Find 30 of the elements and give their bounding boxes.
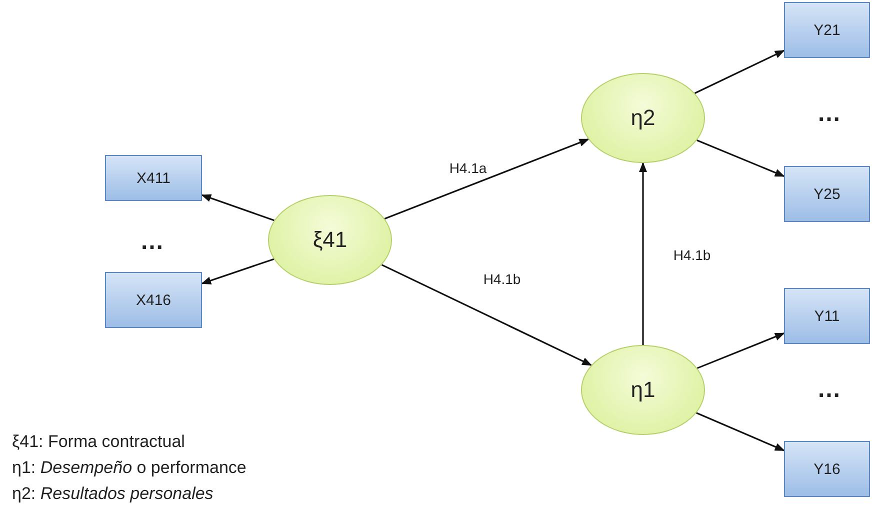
arrow [696, 140, 785, 177]
arrow [639, 162, 647, 345]
node-label: η2 [630, 105, 656, 131]
arrow [381, 264, 592, 366]
definition-note: η2: Resultados personales [12, 484, 214, 504]
node-label: X416 [136, 292, 172, 308]
node-label: Y21 [814, 22, 840, 38]
node-label: Y25 [814, 186, 840, 202]
arrow [696, 412, 785, 452]
indicator-box [784, 2, 870, 58]
node-label: X411 [136, 170, 170, 186]
indicator-box [105, 155, 202, 201]
ellipsis: … [817, 376, 841, 404]
indicator-box [784, 288, 870, 344]
arrow [201, 258, 274, 284]
node-label: Y11 [814, 308, 840, 324]
ellipsis: … [140, 228, 164, 256]
arrow [696, 332, 785, 369]
arrow [694, 50, 785, 94]
indicator-box [105, 272, 202, 328]
ellipsis: … [817, 100, 841, 128]
definition-note: ξ41: Forma contractual [12, 432, 185, 452]
node-label: η1 [630, 377, 656, 403]
node-label: Y16 [814, 460, 840, 478]
arrow [201, 194, 274, 222]
arrow [384, 138, 590, 220]
definition-note: η1: Desempeño o performance [12, 458, 246, 478]
indicator-box [784, 441, 870, 497]
indicator-box [784, 166, 870, 222]
node-label: ξ41 [312, 227, 348, 253]
